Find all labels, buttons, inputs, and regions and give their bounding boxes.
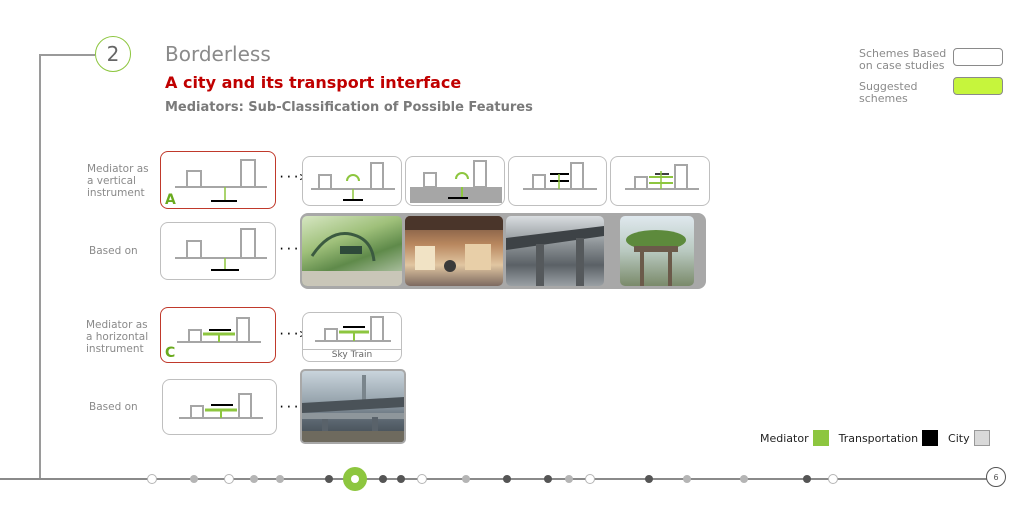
timeline-dot-3[interactable] [224, 474, 234, 484]
timeline-dot-9[interactable] [417, 474, 427, 484]
timeline-dot-2[interactable] [190, 475, 198, 483]
based-2-diagram [179, 393, 263, 419]
timeline-dot-19[interactable] [828, 474, 838, 484]
legend-case-studies-label: Schemes Based on case studies [859, 47, 947, 72]
page-subtitle: A city and its transport interface [165, 73, 462, 92]
timeline-dot-12[interactable] [544, 475, 552, 483]
scheme-card-a[interactable]: A [160, 151, 276, 209]
scheme-card-v1[interactable] [302, 156, 402, 206]
sky-train-caption: Sky Train [303, 349, 401, 360]
row-label-based-on-1: Based on [89, 245, 138, 257]
scheme-card-v4[interactable] [610, 156, 710, 206]
arrow-row4: ···> [278, 400, 307, 414]
scheme-v4-diagram [625, 164, 699, 190]
scheme-card-v3[interactable] [508, 156, 607, 206]
legend-case-studies-swatch [953, 48, 1003, 66]
timeline-dot-6[interactable] [325, 475, 333, 483]
row-label-horizontal: Mediator as a horizontal instrument [86, 319, 149, 355]
timeline-dot-8[interactable] [397, 475, 405, 483]
timeline-line [0, 478, 1000, 480]
page-number: 6 [986, 467, 1006, 487]
scheme-c-diagram [177, 317, 261, 343]
legend-mediator-label: Mediator [760, 431, 809, 445]
scheme-card-c[interactable]: C [160, 307, 276, 363]
scheme-v1-diagram [311, 162, 395, 201]
page-title: Borderless [165, 42, 271, 66]
legend-transportation-label: Transportation [838, 431, 919, 445]
timeline-dot-18[interactable] [803, 475, 811, 483]
timeline-dot-4[interactable] [250, 475, 258, 483]
arrow-row3: ···> [278, 327, 307, 341]
photo-subway-entrance[interactable] [302, 216, 402, 286]
timeline-dot-15[interactable] [645, 475, 653, 483]
legend-transportation-swatch [922, 430, 939, 446]
scheme-a-diagram [175, 159, 267, 202]
section-heading: Mediators: Sub-Classification of Possibl… [165, 100, 533, 115]
arrow-row2: ···> [278, 242, 307, 256]
row-label-based-on-2: Based on [89, 401, 138, 413]
scheme-card-based-2[interactable] [162, 379, 277, 435]
based-1-diagram [175, 228, 267, 271]
legend-mediator-swatch [812, 430, 829, 446]
scheme-letter-c: C [165, 345, 176, 361]
photo-station-interior[interactable] [405, 216, 503, 286]
timeline-dot-1[interactable] [147, 474, 157, 484]
row-label-vertical: Mediator as a vertical instrument [87, 163, 149, 199]
timeline-dot-5[interactable] [276, 475, 284, 483]
timeline-dot-7[interactable] [379, 475, 387, 483]
frame-line-left [39, 54, 41, 478]
timeline-dot-current-center [351, 475, 359, 483]
legend-suggested-swatch [953, 77, 1003, 95]
scheme-card-based-1[interactable] [160, 222, 276, 280]
photo-sky-train[interactable] [300, 369, 406, 444]
photo-elevated-station[interactable] [506, 216, 604, 286]
scheme-card-sky-train[interactable]: Sky Train [302, 312, 402, 362]
legend-suggested-label: Suggested schemes [859, 80, 918, 105]
frame-line-top [39, 54, 95, 56]
timeline-dot-10[interactable] [462, 475, 470, 483]
scheme-letter-a: A [165, 192, 176, 208]
step-number-badge: 2 [95, 36, 131, 72]
bottom-legend: Mediator Transportation City [760, 430, 996, 446]
arrow-row1: ···> [278, 170, 307, 184]
scheme-card-v2[interactable] [405, 156, 505, 206]
timeline-dot-11[interactable] [503, 475, 511, 483]
photo-strip-vertical [300, 213, 706, 289]
legend-city-swatch [973, 430, 990, 446]
scheme-v3-diagram [523, 162, 597, 190]
scheme-v2-diagram [410, 160, 502, 203]
photo-green-structure[interactable] [620, 216, 694, 286]
timeline-dot-17[interactable] [740, 475, 748, 483]
timeline-dot-16[interactable] [683, 475, 691, 483]
sky-train-diagram [315, 316, 391, 342]
timeline-dot-14[interactable] [585, 474, 595, 484]
legend-city-label: City [948, 431, 970, 445]
timeline-dot-13[interactable] [565, 475, 573, 483]
